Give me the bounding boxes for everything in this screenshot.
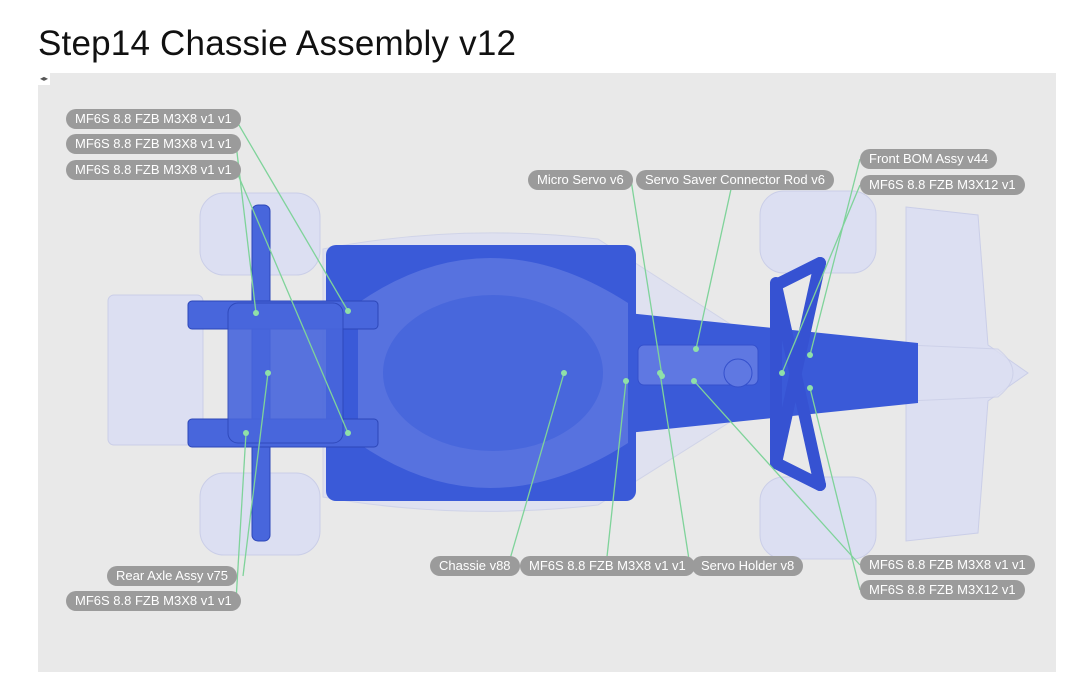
rear-gearbox xyxy=(227,302,344,444)
callout-servo-holder[interactable]: Servo Holder v8 xyxy=(692,556,804,576)
callout-chassie[interactable]: Chassie v88 xyxy=(430,556,520,576)
rear-axle xyxy=(187,204,379,542)
view-toggle-icon[interactable]: ◂▸ xyxy=(38,73,50,85)
callout-servo-saver-rod[interactable]: Servo Saver Connector Rod v6 xyxy=(636,170,834,190)
callout-rear-screw-2[interactable]: MF6S 8.8 FZB M3X8 v1 v1 xyxy=(66,134,241,154)
cockpit xyxy=(358,258,628,488)
leader-lines xyxy=(235,119,861,602)
model-viewport[interactable]: ◂▸ xyxy=(38,73,1056,672)
callout-front-screw-m3x12-top[interactable]: MF6S 8.8 FZB M3X12 v1 xyxy=(860,175,1025,195)
servo xyxy=(637,344,759,388)
callout-center-screw[interactable]: MF6S 8.8 FZB M3X8 v1 v1 xyxy=(520,556,695,576)
callout-rear-screw-1[interactable]: MF6S 8.8 FZB M3X8 v1 v1 xyxy=(66,109,241,129)
front-suspension xyxy=(770,257,826,491)
callout-front-bom-assy[interactable]: Front BOM Assy v44 xyxy=(860,149,998,169)
callout-rear-screw-4[interactable]: MF6S 8.8 FZB M3X8 v1 v1 xyxy=(66,591,241,611)
car-model-render xyxy=(107,119,1029,602)
callout-rear-axle-assy[interactable]: Rear Axle Assy v75 xyxy=(107,566,237,586)
rear-wing xyxy=(107,294,204,446)
callout-front-screw-m3x8[interactable]: MF6S 8.8 FZB M3X8 v1 v1 xyxy=(860,555,1035,575)
callout-front-screw-m3x12-bottom[interactable]: MF6S 8.8 FZB M3X12 v1 xyxy=(860,580,1025,600)
attachment-points xyxy=(243,308,813,436)
callout-rear-screw-3[interactable]: MF6S 8.8 FZB M3X8 v1 v1 xyxy=(66,160,241,180)
page-title: Step14 Chassie Assembly v12 xyxy=(38,24,517,63)
callout-micro-servo[interactable]: Micro Servo v6 xyxy=(528,170,633,190)
